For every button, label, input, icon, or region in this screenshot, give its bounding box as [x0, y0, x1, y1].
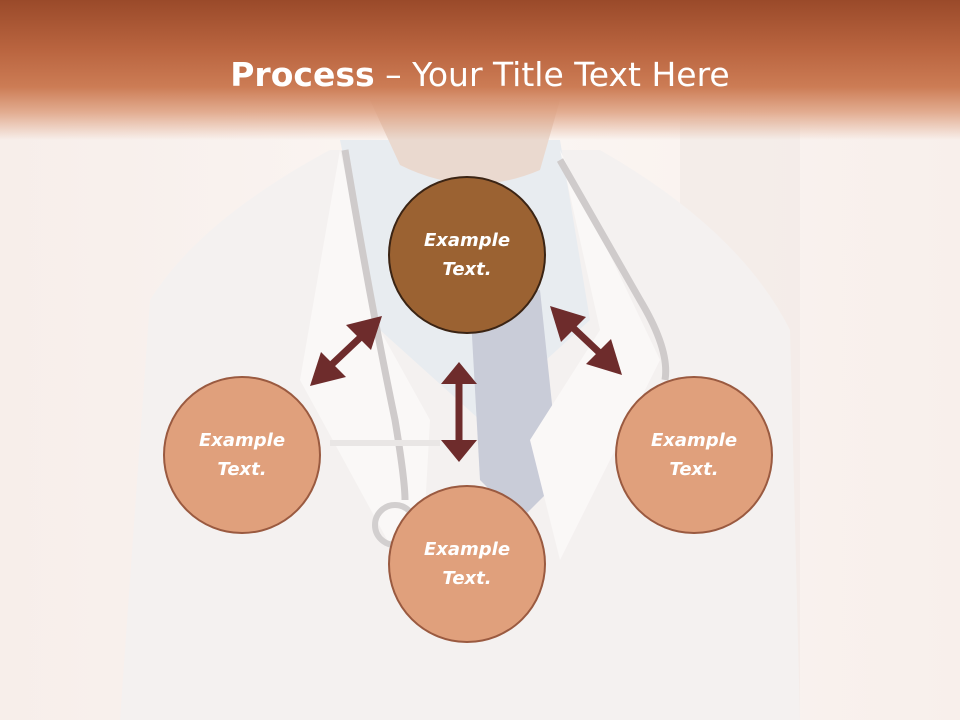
title-bold-part: Process [230, 55, 375, 94]
arrow-vertical [441, 362, 477, 462]
title-regular-part: – Your Title Text Here [374, 55, 730, 94]
node-right-text: Example Text. [650, 430, 738, 480]
arrow-left-diagonal [310, 316, 382, 386]
process-node-right[interactable]: Example Text. [615, 376, 773, 534]
process-node-bottom[interactable]: Example Text. [388, 485, 546, 643]
node-center-text: Example Text. [423, 230, 511, 280]
title-bar [0, 0, 960, 140]
node-left-text: Example Text. [198, 430, 286, 480]
node-bottom-text: Example Text. [423, 539, 511, 589]
arrow-right-diagonal [550, 306, 622, 375]
process-node-left[interactable]: Example Text. [163, 376, 321, 534]
slide-title: Process – Your Title Text Here [0, 50, 960, 100]
process-node-center[interactable]: Example Text. [388, 176, 546, 334]
